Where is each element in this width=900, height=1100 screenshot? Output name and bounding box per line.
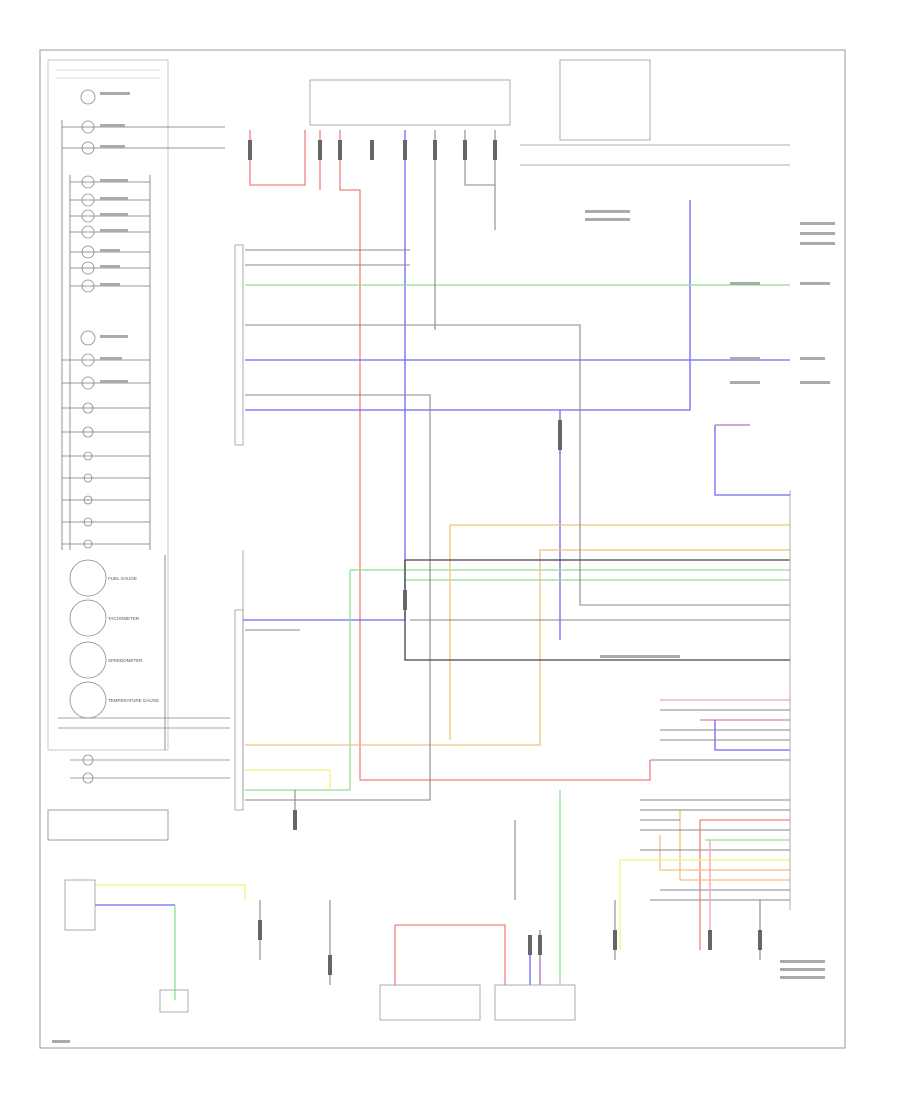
- wires-gray: [245, 130, 790, 985]
- wires-red: [249, 130, 790, 985]
- speedometer: [69, 641, 107, 679]
- wires-blue: [95, 130, 790, 985]
- gauge-tach-label: TACHOMETER: [108, 616, 140, 621]
- wires-yellow: [95, 769, 790, 950]
- gauge-temp-label: TEMPERATURE GAUGE: [108, 698, 159, 703]
- indicator-lamps: [80, 89, 96, 549]
- brake-fluid-switch: [159, 989, 189, 1013]
- wires-dark: [404, 559, 790, 661]
- seat-belt-switch-unit: [494, 984, 576, 1021]
- oil-pressure-switch: [64, 879, 96, 931]
- diagram-frame: [39, 49, 846, 1049]
- gauge-labels: FUEL GAUGE TACHOMETER SPEEDOMETER TEMPER…: [108, 576, 159, 703]
- temperature-gauge: [69, 681, 107, 719]
- gauge-speedo-label: SPEEDOMETER: [108, 658, 143, 663]
- wires-purple: [539, 424, 750, 985]
- gauge-fuel-label: FUEL GAUGE: [108, 576, 137, 581]
- center-connector: [234, 244, 244, 811]
- bottom-components: [64, 879, 576, 1021]
- instrument-cluster: [47, 59, 169, 751]
- label-marks: [52, 92, 835, 1043]
- turn-signal-lamps: [47, 717, 230, 841]
- fuel-gauge: [69, 559, 107, 597]
- wires-orange: [245, 524, 790, 881]
- tachometer: [69, 599, 107, 637]
- connector-marks: [248, 140, 762, 975]
- top-modules: [309, 59, 790, 166]
- fuel-gauge-unit: [379, 984, 481, 1021]
- gauges: [69, 559, 107, 719]
- wires-green: [174, 284, 790, 1000]
- cluster-bus-lines: [61, 120, 225, 750]
